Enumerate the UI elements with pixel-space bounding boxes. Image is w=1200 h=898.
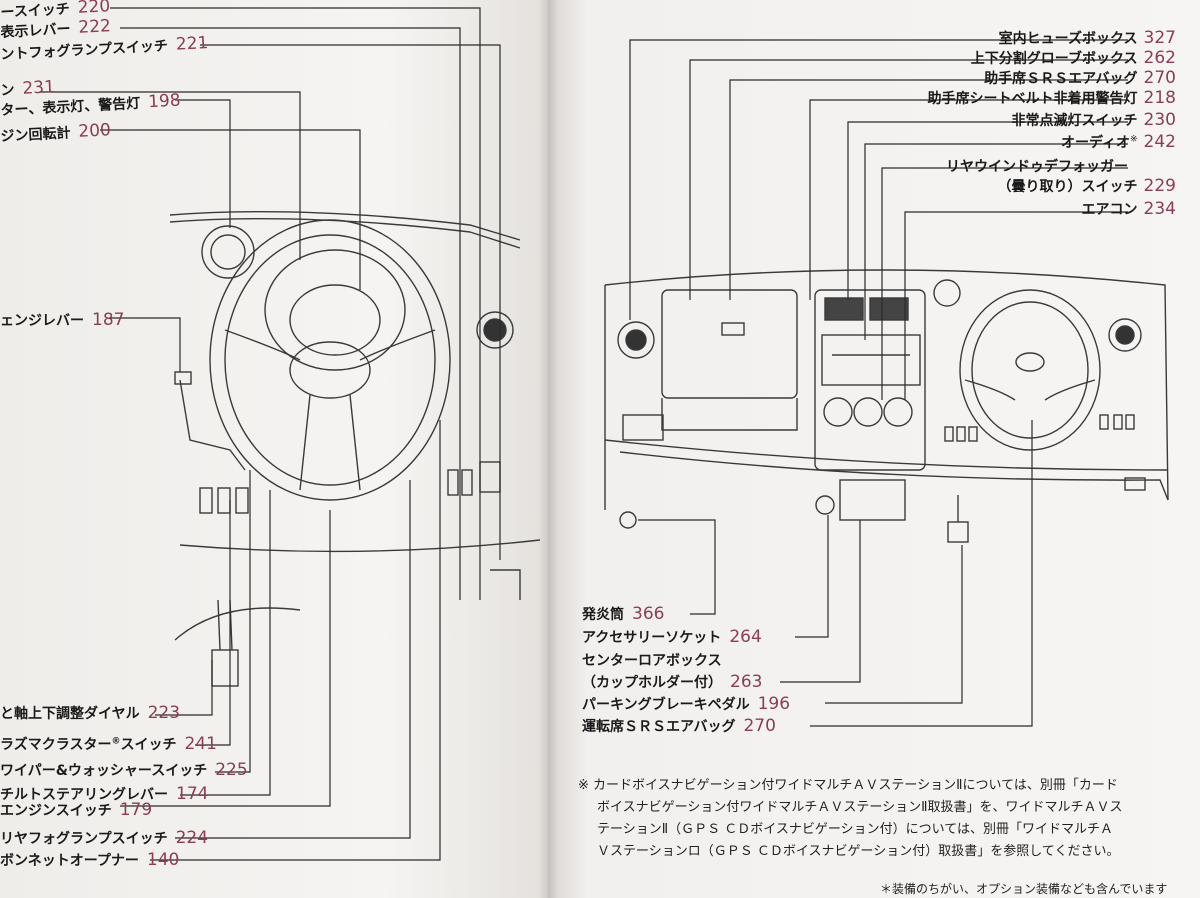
footnote-line-4: Ｖステーションロ（ＧＰＳ ＣＤボイスナビゲーション付）取扱書」を参照してください… [597, 844, 1120, 859]
label-rear-defogger: リヤウインドゥデフォッガー [946, 159, 1128, 175]
label-cup-holder: （カップホルダー付）263 [582, 672, 763, 692]
footnote-line-2: ボイスナビゲーション付ワイドマルチＡＶステーションⅡ取扱書」を、ワイドマルチＡＶ… [597, 800, 1123, 815]
book-gutter [538, 0, 558, 898]
footnote-line-1: ※ カードボイスナビゲーション付ワイドマルチＡＶステーションⅡについては、別冊「… [578, 778, 1118, 793]
footnote-line-3: テーションⅡ（ＧＰＳ ＣＤボイスナビゲーション付）については、別冊「ワイドマルチ… [597, 822, 1113, 837]
equipment-note: ＊装備のちがい、オプション装備なども含んでいます [880, 882, 1168, 896]
left-page [0, 0, 548, 898]
left-dashboard-illustration [40, 7, 541, 861]
label-center-lower-box: センターロアボックス [582, 653, 722, 669]
label-audio: オーディオ※242 [1060, 132, 1176, 152]
